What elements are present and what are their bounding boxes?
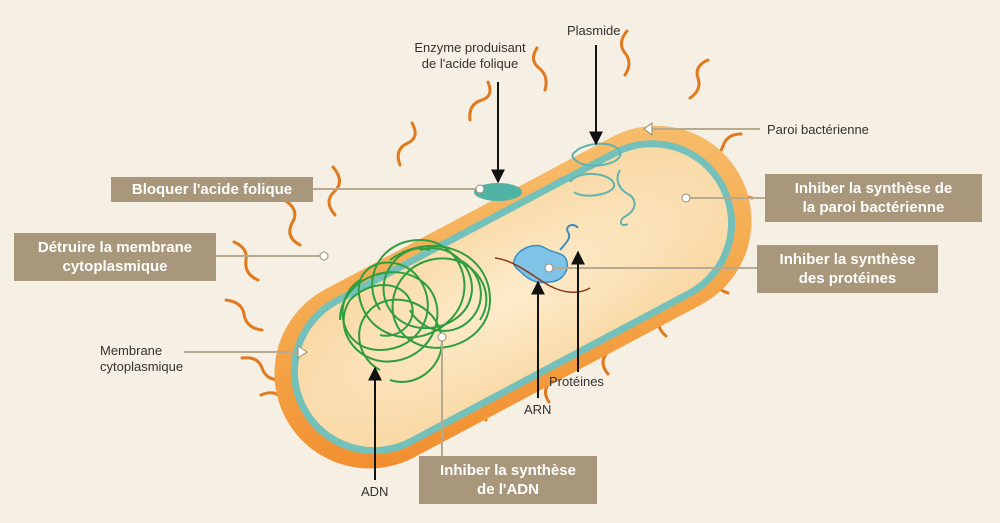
ribosome-shape [512, 244, 569, 284]
label-enzyme-line2: de l'acide folique [421, 56, 519, 71]
action-inhiber-proteines: Inhiber la synthèse des protéines [757, 245, 938, 293]
action-inhiber-adn: Inhiber la synthèse de l'ADN [419, 456, 597, 504]
action-detruire-membrane: Détruire la membrane cytoplasmique [14, 233, 216, 281]
leader-lines [184, 128, 765, 458]
protein-strand [559, 224, 579, 251]
label-proteines: Protéines [549, 374, 604, 389]
label-adn: ADN [361, 484, 389, 499]
rna-strand [494, 257, 591, 293]
dna-tangle [339, 238, 492, 383]
label-membrane-line1: Membrane [100, 343, 163, 358]
action-text-line2: cytoplasmique [62, 258, 168, 275]
action-text-line2: la paroi bactérienne [802, 199, 945, 216]
label-membrane-line2: cytoplasmique [100, 359, 184, 374]
label-membrane: Membrane cytoplasmique [100, 343, 183, 375]
action-inhiber-paroi: Inhiber la synthèse de la paroi bactérie… [765, 174, 982, 222]
enzyme-shape [474, 183, 522, 201]
action-text-line1: Inhiber la synthèse [440, 462, 576, 479]
action-text-line1: Inhiber la synthèse [779, 251, 916, 268]
action-text-line2: de l'ADN [477, 481, 539, 498]
leader-dots [319, 184, 691, 342]
label-arn: ARN [524, 402, 552, 417]
action-text: Bloquer l'acide folique [131, 181, 293, 198]
label-enzyme-line1: Enzyme produisant [414, 40, 526, 55]
action-bloquer-acide-folique: Bloquer l'acide folique [111, 177, 313, 202]
wall-pointer [643, 122, 653, 136]
membrane-pointer [297, 345, 308, 359]
pointer-arrows [368, 45, 603, 480]
action-text-line1: Détruire la membrane [37, 239, 193, 256]
action-text-line1: Inhiber la synthèse de [794, 180, 953, 197]
label-plasmide: Plasmide [567, 23, 621, 38]
label-paroi: Paroi bactérienne [767, 122, 869, 137]
action-text-line2: des protéines [798, 270, 897, 287]
label-enzyme: Enzyme produisant de l'acide folique [400, 40, 540, 72]
